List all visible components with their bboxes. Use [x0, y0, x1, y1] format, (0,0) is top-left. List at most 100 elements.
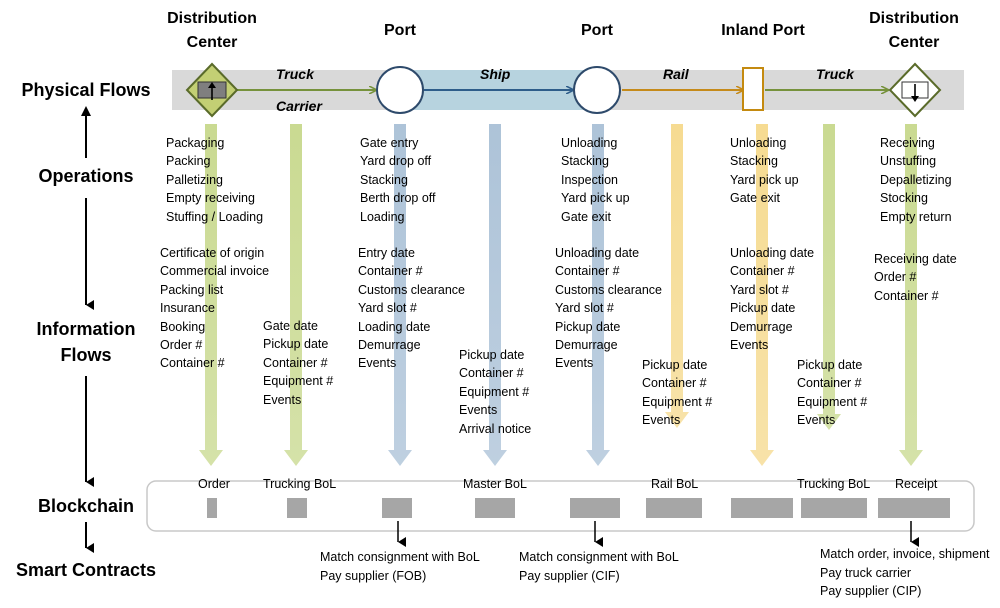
list-item: Pickup date: [730, 301, 796, 316]
stream-dc2: [899, 124, 923, 466]
list-item: Demurrage: [555, 337, 618, 352]
list-item: Events: [459, 403, 498, 418]
list-item: Yard slot #: [730, 282, 789, 297]
operations-list-dc2: Receiving Unstuffing Depalletizing Stock…: [880, 134, 952, 226]
info-list-rail: Pickup date Container # Equipment # Even…: [642, 356, 712, 430]
node-label-dc1: Distribution Center: [142, 7, 282, 55]
list-item: Container #: [358, 264, 423, 279]
contract-line: Pay supplier (CIP): [820, 584, 922, 598]
left-arrows: [81, 106, 94, 553]
dc1-node-icon: [185, 62, 239, 118]
block: [731, 498, 793, 518]
list-item: Stocking: [880, 191, 928, 206]
node-label-line: Center: [186, 34, 238, 51]
smart-contract-cif: Match consignment with BoL Pay supplier …: [519, 548, 679, 585]
list-item: Unloading date: [730, 246, 815, 260]
list-item: Unloading: [561, 136, 618, 150]
info-list-port2: Unloading date Container # Customs clear…: [555, 244, 662, 373]
label-physical-flows: Physical Flows: [21, 80, 151, 100]
contract-line: Pay supplier (CIF): [519, 568, 620, 583]
list-item: Gate entry: [360, 136, 419, 150]
list-item: Unloading: [730, 136, 787, 150]
block: [382, 498, 412, 518]
node-label-line: Distribution: [167, 10, 257, 27]
list-item: Container #: [874, 288, 939, 303]
list-item: Container #: [459, 366, 524, 381]
list-item: Berth drop off: [360, 191, 436, 206]
list-item: Packaging: [166, 136, 225, 150]
dc2-node-icon: [888, 62, 942, 118]
block: [878, 498, 950, 518]
list-item: Equipment #: [797, 394, 868, 409]
mode-rail: Rail: [663, 66, 689, 82]
node-label-line: Distribution: [869, 10, 959, 27]
list-item: Pickup date: [797, 358, 863, 372]
list-item: Container #: [555, 264, 620, 279]
label-information-line1: Information: [36, 319, 136, 339]
list-item: Equipment #: [642, 394, 713, 409]
contract-line: Pay supplier (FOB): [320, 568, 427, 583]
chain-label-trucking-bol-1: Trucking BoL: [263, 477, 337, 491]
stream-port1: [388, 124, 412, 466]
chain-label-receipt: Receipt: [895, 477, 938, 491]
list-item: Insurance: [160, 301, 215, 316]
block: [475, 498, 515, 518]
contract-line: Match order, invoice, shipment: [820, 547, 990, 561]
mode-ship: Ship: [480, 66, 511, 82]
stream-ship: [483, 124, 507, 466]
list-item: Gate exit: [561, 209, 612, 224]
list-item: Demurrage: [358, 337, 421, 352]
arrow-up-physical-head: [81, 106, 91, 116]
list-item: Events: [730, 337, 769, 352]
info-list-dc2: Receiving date Order # Container #: [874, 250, 957, 305]
chain-label-trucking-bol-2: Trucking BoL: [797, 477, 871, 491]
block: [801, 498, 867, 518]
list-item: Loading date: [358, 319, 431, 334]
block: [646, 498, 702, 518]
operations-list-inland: Unloading Stacking Yard pick up Gate exi…: [730, 134, 799, 208]
list-item: Container #: [730, 264, 795, 279]
list-item: Unloading date: [555, 246, 640, 260]
contract-line: Pay truck carrier: [820, 565, 911, 580]
list-item: Commercial invoice: [160, 264, 270, 279]
node-label-line: Port: [384, 22, 416, 39]
label-blockchain: Blockchain: [37, 496, 135, 516]
mode-truck-2: Truck: [816, 66, 854, 82]
stream-dc1: [199, 124, 223, 466]
info-list-ship: Pickup date Container # Equipment # Even…: [459, 346, 531, 438]
list-item: Palletizing: [166, 172, 223, 187]
info-list-dc1: Certificate of origin Commercial invoice…: [160, 244, 269, 373]
info-list-port1: Entry date Container # Customs clearance…: [358, 244, 465, 373]
list-item: Stacking: [360, 172, 408, 187]
list-item: Inspection: [561, 172, 618, 187]
list-item: Gate exit: [730, 191, 781, 206]
list-item: Container #: [263, 355, 328, 370]
list-item: Container #: [797, 376, 862, 391]
list-item: Packing list: [160, 282, 224, 297]
list-item: Stacking: [561, 154, 609, 169]
list-item: Order #: [160, 337, 203, 352]
list-item: Gate date: [263, 319, 318, 333]
stream-inland: [750, 124, 774, 466]
stream-truck1: [284, 124, 308, 466]
stream-rail: [665, 124, 689, 428]
port1-node-icon: [376, 66, 424, 114]
operations-list-dc1: Packaging Packing Palletizing Empty rece…: [166, 134, 263, 226]
list-item: Events: [555, 356, 594, 371]
blockchain-blocks: [207, 498, 950, 518]
list-item: Loading: [360, 209, 405, 224]
stream-port2: [586, 124, 610, 466]
block: [570, 498, 620, 518]
node-label-line: Center: [888, 34, 940, 51]
mode-carrier: Carrier: [276, 98, 322, 114]
list-item: Pickup date: [459, 348, 525, 362]
mode-truck-1: Truck: [276, 66, 314, 82]
info-list-truck2: Pickup date Container # Equipment # Even…: [797, 356, 867, 430]
list-item: Unstuffing: [880, 154, 937, 169]
list-item: Empty receiving: [166, 191, 255, 206]
info-list-inland: Unloading date Container # Yard slot # P…: [730, 244, 814, 354]
operations-list-port2: Unloading Stacking Inspection Yard pick …: [561, 134, 630, 226]
list-item: Order #: [874, 270, 917, 285]
block: [287, 498, 307, 518]
